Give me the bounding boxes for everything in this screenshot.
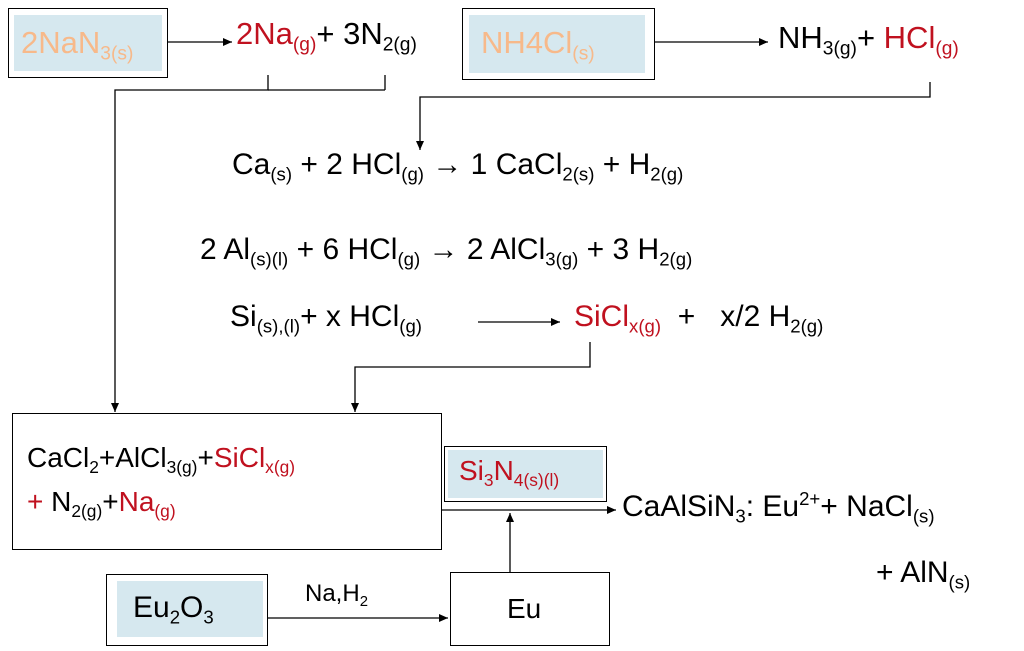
arrow-sicl-to-mixture bbox=[351, 342, 591, 412]
eu-label: Eu bbox=[507, 593, 542, 624]
sodium-nitrogen-products: 2Na(g)+ 3N2(g) bbox=[236, 16, 417, 56]
eu2o3-box: Eu2O3 bbox=[106, 574, 268, 646]
nan3-box: 2NaN3(s) bbox=[8, 8, 168, 78]
reducing-agent-label: Na,H2 bbox=[305, 580, 368, 611]
nh4cl-box: NH4Cl(s) bbox=[462, 8, 655, 80]
eu2o3-label: Eu2O3 bbox=[133, 591, 214, 628]
reaction-aluminum: 2 Al(s)(l) + 6 HCl(g) → 2 AlCl3(g) + 3 H… bbox=[200, 233, 693, 270]
si3n4-label: Si3N4(s)(l) bbox=[459, 455, 560, 491]
precursor-mixture-box: CaCl2+AlCl3(g)+SiClx(g) + N2(g)+Na(g) bbox=[12, 413, 442, 550]
reaction-calcium: Ca(s) + 2 HCl(g) → 1 CaCl2(s) + H2(g) bbox=[232, 148, 684, 185]
mixture-line-1: CaCl2+AlCl3(g)+SiClx(g) bbox=[27, 442, 296, 478]
reaction-silicon-products: SiClx(g) + x/2 H2(g) bbox=[574, 300, 824, 337]
arrow-hcl-to-reactions bbox=[416, 82, 931, 150]
nh3-hcl-products: NH3(g)+ HCl(g) bbox=[778, 20, 959, 60]
eu-box: Eu bbox=[450, 572, 610, 646]
nan3-label: 2NaN3(s) bbox=[21, 25, 134, 65]
si3n4-box: Si3N4(s)(l) bbox=[444, 446, 607, 502]
nh4cl-label: NH4Cl(s) bbox=[481, 25, 595, 65]
aln-byproduct: + AlN(s) bbox=[876, 556, 971, 593]
mixture-line-2: + N2(g)+Na(g) bbox=[27, 486, 176, 522]
reaction-silicon-reactants: Si(s),(l)+ x HCl(g) bbox=[230, 300, 422, 337]
phosphor-product: CaAlSiN3: Eu2++ NaCl(s) bbox=[622, 487, 935, 527]
arrow-na-n2-to-mixture bbox=[111, 75, 269, 412]
